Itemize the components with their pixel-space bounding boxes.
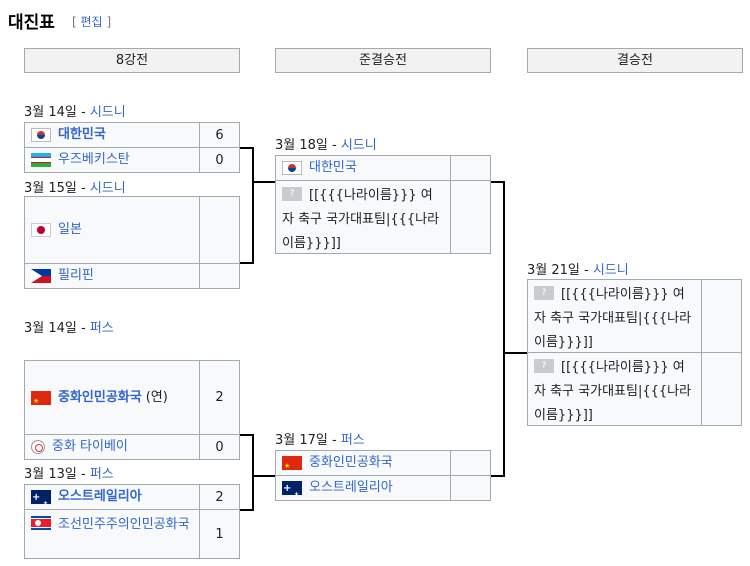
team-row[interactable]: 조선민주주의인민공화국 (24, 509, 200, 559)
round-header-quarterfinals: 8강전 (24, 48, 240, 73)
team-score (450, 180, 491, 254)
bracket-connector (252, 147, 254, 264)
team-score (199, 263, 240, 289)
venue-link[interactable]: 퍼스 (89, 321, 114, 336)
venue-link[interactable]: 퍼스 (340, 433, 365, 448)
team-score: 0 (199, 434, 240, 460)
bracket-connector (252, 475, 275, 477)
placeholder-flag-icon: ? (534, 359, 554, 373)
team-name[interactable]: 오스트레일리아 (309, 480, 393, 495)
team-score (701, 279, 742, 353)
team-score (450, 475, 491, 501)
round-header-final: 결승전 (527, 48, 743, 73)
match-date: 3월 21일 - 시드니 (527, 263, 629, 278)
team-name[interactable]: 우즈베키스탄 (58, 152, 130, 167)
team-row[interactable]: 필리핀 (24, 263, 200, 289)
bracket-connector (240, 509, 253, 511)
page-title: 대진표 (8, 13, 55, 33)
venue-link[interactable]: 시드니 (592, 263, 629, 278)
match-date: 3월 14일 - 퍼스 (24, 321, 114, 336)
team-name[interactable]: 필리핀 (58, 268, 94, 283)
team-name-template: [[{{{나라이름}}} 여자 축구 국가대표팀|{{{나라이름}}}]] (534, 287, 692, 350)
bracket-connector (240, 434, 253, 436)
venue-link[interactable]: 시드니 (89, 181, 126, 196)
china-flag-icon (31, 390, 51, 405)
team-score: 0 (199, 147, 240, 173)
team-score: 2 (199, 360, 240, 435)
team-row[interactable]: 대한민국 (24, 122, 200, 148)
bracket-connector (503, 181, 505, 477)
venue-link[interactable]: 시드니 (340, 138, 377, 153)
team-score (701, 352, 742, 426)
uzbekistan-flag-icon (31, 153, 51, 167)
team-row[interactable]: 중화인민공화국 (275, 450, 451, 476)
placeholder-flag-icon: ? (534, 286, 554, 300)
bracket-connector (491, 475, 504, 477)
south-korea-flag-icon (282, 161, 302, 175)
extra-time-note: (연) (145, 389, 168, 405)
team-row[interactable]: 중화인민공화국(연) (24, 360, 200, 435)
team-name-template: [[{{{나라이름}}} 여자 축구 국가대표팀|{{{나라이름}}}]] (282, 188, 440, 251)
match-date: 3월 18일 - 시드니 (275, 138, 377, 153)
team-row[interactable]: ?[[{{{나라이름}}} 여자 축구 국가대표팀|{{{나라이름}}}]] (527, 279, 702, 353)
team-score (450, 450, 491, 476)
team-name[interactable]: 일본 (58, 222, 82, 237)
bracket-connector (240, 147, 253, 149)
team-row[interactable]: 오스트레일리아 (275, 475, 451, 501)
team-score: 1 (199, 509, 240, 559)
bracket-connector (240, 262, 253, 264)
venue-link[interactable]: 퍼스 (89, 467, 114, 482)
team-row[interactable]: 일본 (24, 196, 200, 264)
team-name-template: [[{{{나라이름}}} 여자 축구 국가대표팀|{{{나라이름}}}]] (534, 360, 692, 423)
australia-flag-icon (282, 481, 302, 495)
team-name[interactable]: 오스트레일리아 (58, 489, 142, 504)
china-flag-icon (282, 456, 302, 470)
team-row[interactable]: ?[[{{{나라이름}}} 여자 축구 국가대표팀|{{{나라이름}}}]] (275, 180, 451, 254)
placeholder-flag-icon: ? (282, 187, 302, 201)
team-name[interactable]: 중화인민공화국 (309, 455, 393, 470)
team-row[interactable]: 대한민국 (275, 155, 451, 181)
team-name[interactable]: 대한민국 (309, 160, 357, 175)
team-row[interactable]: 오스트레일리아 (24, 484, 200, 510)
team-name[interactable]: 조선민주주의인민공화국 (58, 517, 190, 532)
bracket-connector (503, 352, 527, 354)
edit-section-link[interactable]: [ 편집 ] (72, 15, 112, 29)
match-date: 3월 13일 - 퍼스 (24, 467, 114, 482)
chinese-taipei-flag-icon (31, 440, 45, 454)
philippines-flag-icon (31, 269, 51, 283)
team-name[interactable]: 중화 타이베이 (52, 439, 128, 454)
team-row[interactable]: 중화 타이베이 (24, 434, 200, 460)
team-name[interactable]: 중화인민공화국 (58, 389, 142, 405)
japan-flag-icon (31, 223, 51, 237)
team-name[interactable]: 대한민국 (58, 127, 106, 142)
team-score: 6 (199, 122, 240, 148)
south-korea-flag-icon (31, 128, 51, 142)
bracket-connector (252, 181, 275, 183)
team-row[interactable]: 우즈베키스탄 (24, 147, 200, 173)
bracket-connector (491, 181, 504, 183)
north-korea-flag-icon (31, 516, 51, 530)
match-date: 3월 15일 - 시드니 (24, 181, 126, 196)
round-header-semifinals: 준결승전 (275, 48, 491, 73)
venue-link[interactable]: 시드니 (89, 105, 126, 120)
match-date: 3월 14일 - 시드니 (24, 105, 126, 120)
match-date: 3월 17일 - 퍼스 (275, 433, 365, 448)
team-row[interactable]: ?[[{{{나라이름}}} 여자 축구 국가대표팀|{{{나라이름}}}]] (527, 352, 702, 426)
australia-flag-icon (31, 490, 51, 504)
edit-link-label[interactable]: 편집 (80, 15, 103, 29)
bracket-connector (252, 434, 254, 511)
team-score (450, 155, 491, 181)
team-score (199, 196, 240, 264)
team-score: 2 (199, 484, 240, 510)
